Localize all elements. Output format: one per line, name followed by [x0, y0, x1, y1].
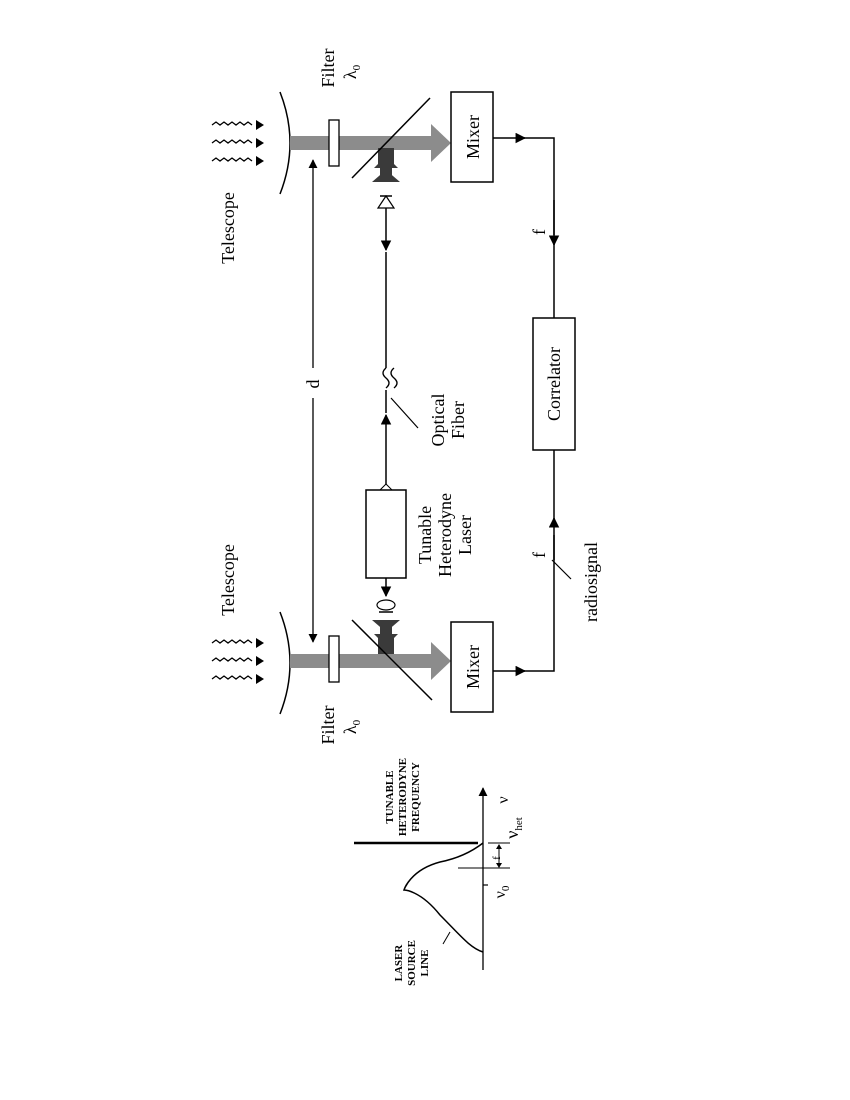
label-filter-bottom: Filter λ0	[318, 705, 363, 744]
svg-text:λ0: λ0	[340, 64, 363, 79]
rf-path-bottom	[493, 450, 572, 677]
svg-text:λ0: λ0	[340, 719, 363, 734]
svg-text:ν0: ν0	[492, 885, 512, 898]
beamsplitter-bottom	[351, 619, 433, 701]
svg-text:LINE: LINE	[419, 950, 431, 977]
label-telescope-bottom: Telescope	[218, 544, 238, 616]
mixer-top	[450, 91, 494, 183]
svg-text:νhet: νhet	[502, 817, 525, 839]
local-beam-bottom	[372, 599, 400, 654]
svg-text:Tunable: Tunable	[415, 506, 435, 564]
filter-bottom	[328, 635, 340, 683]
incoming-light-top	[211, 120, 264, 166]
local-beam-top	[372, 148, 400, 209]
label-distance: d	[303, 380, 323, 389]
label-radiosignal: radiosignal	[581, 542, 601, 622]
svg-text:ν: ν	[495, 796, 512, 803]
signal-beam-top	[290, 124, 451, 162]
label-correlator: Correlator	[544, 347, 564, 421]
svg-text:Laser: Laser	[455, 515, 475, 555]
label-freq-bottom: f	[529, 552, 549, 558]
tunable-heterodyne-laser	[365, 489, 407, 579]
svg-text:SOURCE: SOURCE	[406, 940, 418, 986]
svg-text:FREQUENCY: FREQUENCY	[410, 762, 422, 832]
svg-text:LASER: LASER	[393, 944, 405, 982]
label-freq-top: f	[529, 229, 549, 235]
label-optical-fiber: Optical Fiber	[428, 394, 468, 447]
rf-path-top	[493, 132, 560, 318]
svg-text:Fiber: Fiber	[448, 401, 468, 439]
telescope-mirror-bottom	[279, 611, 291, 715]
label-filter-top: Filter λ0	[318, 48, 363, 87]
svg-text:Filter: Filter	[318, 705, 338, 744]
label-telescope-top: Telescope	[218, 192, 238, 264]
svg-text:Heterodyne: Heterodyne	[435, 493, 455, 577]
beamsplitter-top	[351, 97, 431, 179]
svg-text:f: f	[491, 856, 503, 860]
incoming-light-bottom	[211, 638, 264, 684]
filter-top	[328, 119, 340, 167]
svg-text:TUNABLE: TUNABLE	[384, 770, 396, 823]
label-mixer-top: Mixer	[463, 115, 483, 159]
signal-beam-bottom	[290, 642, 451, 680]
spectrum-inset: TUNABLE HETERODYNE FREQUENCY LASER SOURC…	[354, 758, 525, 986]
svg-text:Filter: Filter	[318, 48, 338, 87]
laser-source-line	[402, 842, 484, 953]
correlator	[532, 317, 576, 451]
svg-text:HETERODYNE: HETERODYNE	[397, 758, 409, 836]
mixer-bottom	[450, 621, 494, 713]
label-laser: Tunable Heterodyne Laser	[415, 493, 475, 577]
label-mixer-bottom: Mixer	[463, 645, 483, 689]
telescope-mirror-top	[279, 91, 291, 195]
svg-text:Optical: Optical	[428, 394, 448, 447]
